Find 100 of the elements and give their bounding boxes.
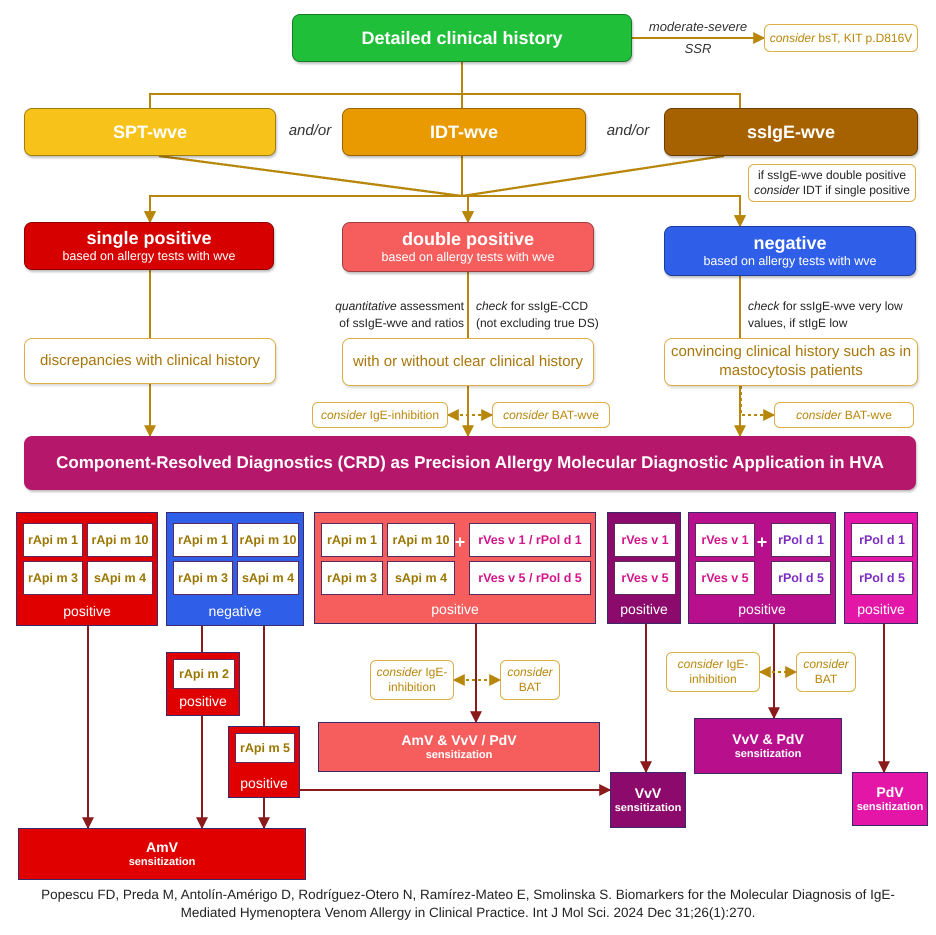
panel-label: positive [738, 601, 786, 617]
box-subtext: sensitization [128, 856, 196, 869]
note-box [774, 402, 914, 428]
connector-word: and/or [606, 122, 651, 139]
condition-box [342, 338, 594, 386]
allergen-cell [851, 561, 913, 595]
allergen-name: rApi m 1 [28, 533, 78, 547]
allergen-cell [235, 733, 295, 763]
note-box [492, 402, 610, 428]
dotted-arrow [446, 409, 494, 421]
note-box [764, 24, 918, 52]
panel-label: negative [208, 603, 262, 619]
allergen-cell [321, 523, 383, 557]
allergen-cell [87, 561, 153, 595]
process-box [664, 226, 916, 276]
arrow [734, 386, 746, 438]
allergen-name: rPol d 1 [778, 533, 824, 547]
plus-sign: + [454, 532, 466, 553]
condition-box [664, 338, 918, 386]
box-text: discrepancies with clinical history [40, 352, 260, 370]
annotation-text: quantitative assessment of ssIgE-wve and ratios [334, 298, 464, 332]
connector-line [263, 626, 265, 726]
process-box [342, 108, 586, 156]
box-text: with or without clear clinical history [352, 352, 584, 372]
box-text: convincing clinical history such as in mastocytosis patients [670, 343, 912, 381]
dotted-arrow [758, 666, 798, 678]
box-subtext: sensitization [734, 748, 802, 761]
allergen-cell [469, 561, 591, 595]
box-heading: AmV [146, 839, 178, 856]
allergen-name: rApi m 3 [28, 571, 78, 585]
note-text: consider BAT [802, 657, 850, 687]
panel-label: positive [240, 775, 288, 791]
allergen-name: rApi m 5 [240, 741, 290, 755]
arrow [258, 798, 270, 830]
note-text: consider IgE-inhibition [376, 665, 448, 695]
connector-line [149, 270, 151, 338]
allergen-cell [695, 561, 755, 595]
box-heading: ssIgE-wve [746, 122, 836, 142]
allergen-cell [851, 523, 913, 557]
note-box [666, 652, 760, 692]
box-subtext: based on allergy tests with wve [703, 254, 876, 269]
panel-label: positive [179, 693, 227, 709]
note-box [500, 660, 560, 700]
box-subtext: sensitization [856, 800, 924, 814]
box-heading: SPT-wve [112, 122, 188, 142]
panel-label: positive [857, 601, 905, 617]
result-panel [16, 512, 158, 626]
box-heading: PdV [876, 784, 904, 801]
allergen-name: rVes v 5 [701, 571, 749, 585]
box-subtext: based on allergy tests with wve [62, 248, 236, 264]
connector-word: and/or [288, 122, 333, 139]
box-subtext: sensitization [426, 748, 492, 762]
allergen-cell [237, 561, 299, 595]
box-heading: Detailed clinical history [361, 28, 563, 48]
allergen-cell [23, 523, 83, 557]
allergen-name: rApi m 2 [178, 667, 229, 681]
note-box [748, 164, 916, 202]
process-box [24, 108, 276, 156]
note-text: consider BAT-wve [503, 408, 599, 422]
result-panel [688, 512, 836, 624]
connector-line [201, 626, 203, 652]
allergen-name: sApi m 4 [394, 571, 448, 585]
condition-box [24, 338, 276, 384]
allergen-name: sApi m 4 [242, 571, 294, 585]
sensitization-box [318, 722, 600, 772]
allergen-cell [173, 523, 233, 557]
allergen-cell [321, 561, 383, 595]
allergen-name: rApi m 10 [240, 533, 296, 547]
allergen-name: rPol d 1 [859, 533, 905, 547]
allergen-name: rApi m 1 [178, 533, 228, 547]
allergen-name: rPol d 5 [778, 571, 824, 585]
allergen-cell [771, 561, 831, 595]
process-box [292, 14, 632, 62]
allergen-cell [87, 523, 153, 557]
allergen-name: rVes v 1 / rPol d 1 [478, 533, 582, 547]
connector-line [467, 272, 469, 338]
note-box [796, 652, 856, 692]
allergen-cell [469, 523, 591, 557]
allergen-cell [173, 659, 235, 689]
allergen-name: rApi m 10 [392, 533, 450, 547]
note-text: consider BAT [506, 665, 554, 695]
box-heading: negative [753, 233, 827, 254]
sensitization-box [18, 828, 306, 880]
note-text: consider IgE-inhibition [320, 408, 440, 422]
dotted-arrow [740, 386, 776, 421]
allergen-cell [23, 561, 83, 595]
allergen-cell [387, 561, 455, 595]
connector-line [739, 276, 741, 338]
banner-text: Component-Resolved Diagnostics (CRD) as Precision Allergy Molecular Diagnostic Application in HVA [56, 453, 884, 473]
arrow [300, 784, 612, 796]
box-heading: VvV [634, 785, 662, 802]
result-panel [166, 512, 304, 626]
box-heading: IDT-wve [430, 122, 498, 142]
process-box [342, 222, 594, 272]
note-box [370, 660, 454, 700]
box-heading: double positive [402, 229, 534, 250]
box-heading: single positive [86, 228, 212, 249]
allergen-name: rApi m 1 [326, 533, 377, 547]
note-text: if ssIgE-wve double positive consider IDT if single positive [753, 168, 911, 198]
box-heading: VvV & PdV [732, 731, 804, 748]
